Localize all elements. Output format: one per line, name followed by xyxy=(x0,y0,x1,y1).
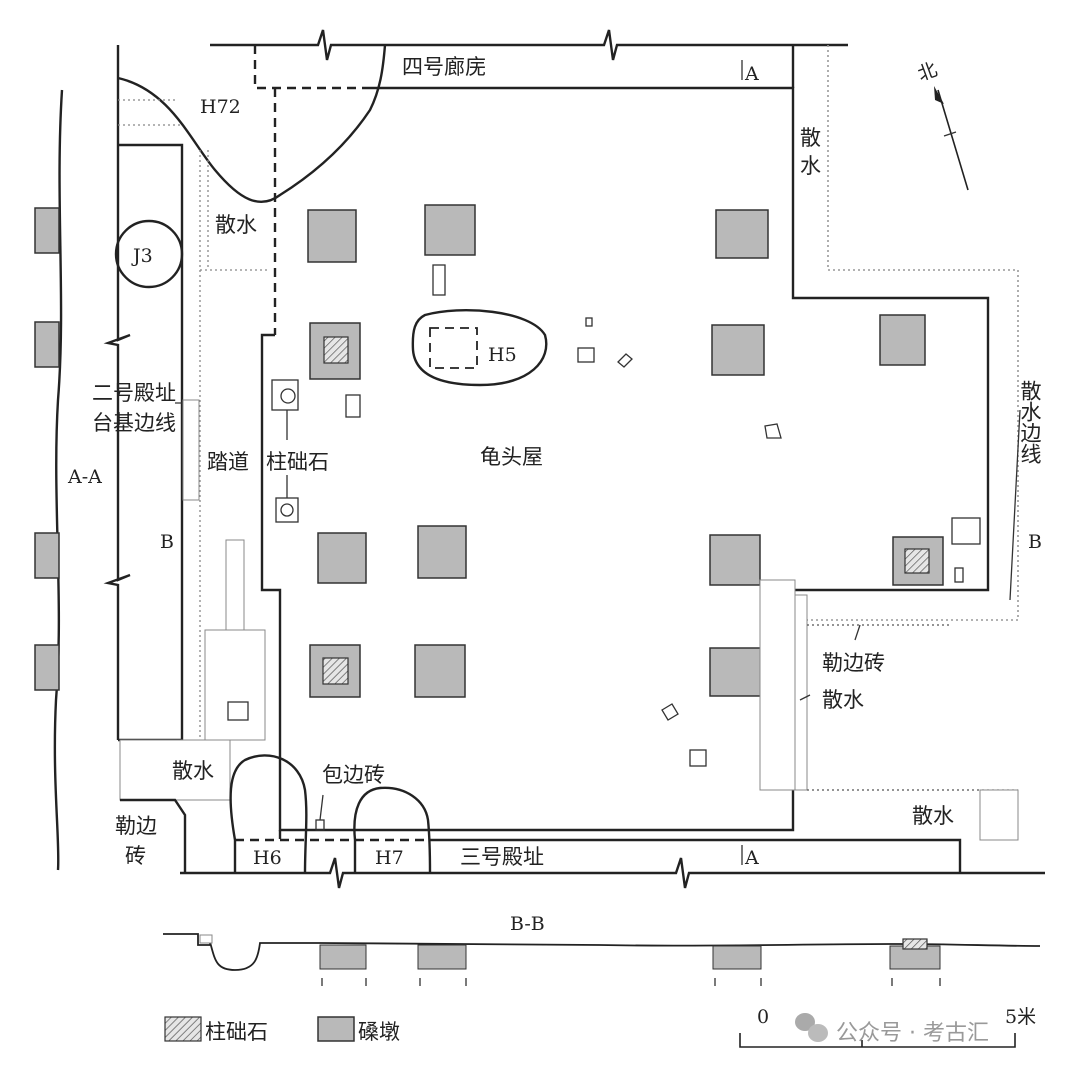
corridor-4-boundary xyxy=(210,29,990,832)
brick-pier xyxy=(424,204,476,256)
brick-pier xyxy=(34,207,60,254)
label-h6: H6 xyxy=(253,847,282,869)
label-platform-edge-1: 二号殿址 xyxy=(92,381,176,405)
label-drip-apron: 散水 xyxy=(822,688,864,712)
brick-pier xyxy=(709,647,763,697)
label-h7: H7 xyxy=(375,847,404,869)
label-column-base: 柱础石 xyxy=(266,450,329,474)
pit-outline-dashed xyxy=(235,830,430,842)
legend-brick-pier-swatch xyxy=(317,1016,355,1042)
legend-brick-pier-label: 磉墩 xyxy=(358,1020,400,1044)
label-drip-apron: 散水 xyxy=(172,759,214,783)
wechat-icon xyxy=(795,1013,815,1031)
column-base-stone xyxy=(322,657,349,685)
hall-2-platform xyxy=(53,45,270,873)
label-section-a-a: A-A xyxy=(67,466,102,488)
brick-pier xyxy=(317,532,367,584)
legend: 柱础石 磉墩 xyxy=(164,1016,400,1044)
pit-h7 xyxy=(353,786,432,874)
legend-column-base-label: 柱础石 xyxy=(205,1020,268,1044)
section-b-b: B-B xyxy=(163,913,1041,986)
label-north: 北 xyxy=(915,59,940,86)
label-drip-apron: 散水 xyxy=(912,804,954,828)
well-j3 xyxy=(114,219,184,289)
brick-pier xyxy=(307,209,357,263)
north-arrow xyxy=(934,86,969,191)
watermark-text: 公众号 · 考古汇 xyxy=(836,1021,989,1046)
pit-h5-pier-outline xyxy=(429,327,478,369)
main-piers xyxy=(307,204,944,698)
label-main-hall: 龟头屋 xyxy=(480,445,543,469)
brick-pier xyxy=(879,314,926,366)
hall-3-boundary xyxy=(180,838,1045,889)
brick-pier xyxy=(417,525,467,579)
label-path: 踏道 xyxy=(207,450,249,474)
label-section-a-bottom: A xyxy=(744,847,759,869)
label-edging-brick-right: 勒边砖 xyxy=(822,651,885,675)
brick-pier xyxy=(715,209,769,259)
label-hall-3: 三号殿址 xyxy=(460,845,544,869)
scale-bar: 0 5米 xyxy=(739,1006,1036,1048)
label-section-a-top: A xyxy=(744,63,759,85)
left-piers xyxy=(34,207,60,691)
scale-end: 5米 xyxy=(1005,1006,1036,1028)
label-section-b-b: B-B xyxy=(510,913,545,935)
scale-start: 0 xyxy=(757,1006,769,1028)
label-platform-edge-2: 台基边线 xyxy=(92,411,176,435)
legend-column-base-swatch xyxy=(164,1016,202,1042)
pit-h5 xyxy=(411,308,548,387)
label-h5: H5 xyxy=(488,344,517,366)
column-base-stone xyxy=(323,336,349,364)
brick-pier xyxy=(414,644,466,698)
brick-pier xyxy=(711,324,765,376)
label-drip-edge-line: 散水边线 xyxy=(1018,380,1042,464)
edging-brick-strip xyxy=(759,579,1019,841)
scattered-fragments xyxy=(227,264,981,767)
wrap-edge-brick xyxy=(315,819,325,831)
label-section-b-right: B xyxy=(1028,531,1042,553)
column-base-stone xyxy=(904,548,930,574)
brick-pier xyxy=(34,644,60,691)
label-section-b-left: B xyxy=(160,531,174,553)
pit-h72 xyxy=(117,44,387,204)
label-drip-apron-right-top: 散水 xyxy=(800,126,821,178)
label-j3: J3 xyxy=(131,245,153,267)
brick-pier xyxy=(34,532,60,579)
pit-h6 xyxy=(229,754,308,874)
watermark: 公众号 · 考古汇 xyxy=(795,1013,989,1046)
brick-pier xyxy=(709,534,761,586)
label-corridor-4: 四号廊庑 xyxy=(402,55,486,79)
label-drip-apron: 散水 xyxy=(215,213,257,237)
label-h72: H72 xyxy=(200,96,241,118)
brick-pier xyxy=(34,321,60,368)
leader-lines xyxy=(175,402,1021,821)
label-edging-brick-left: 勒边砖 xyxy=(115,814,157,868)
drip-edge-boundary xyxy=(805,45,1019,621)
label-wrap-edge-brick: 包边砖 xyxy=(322,763,385,787)
